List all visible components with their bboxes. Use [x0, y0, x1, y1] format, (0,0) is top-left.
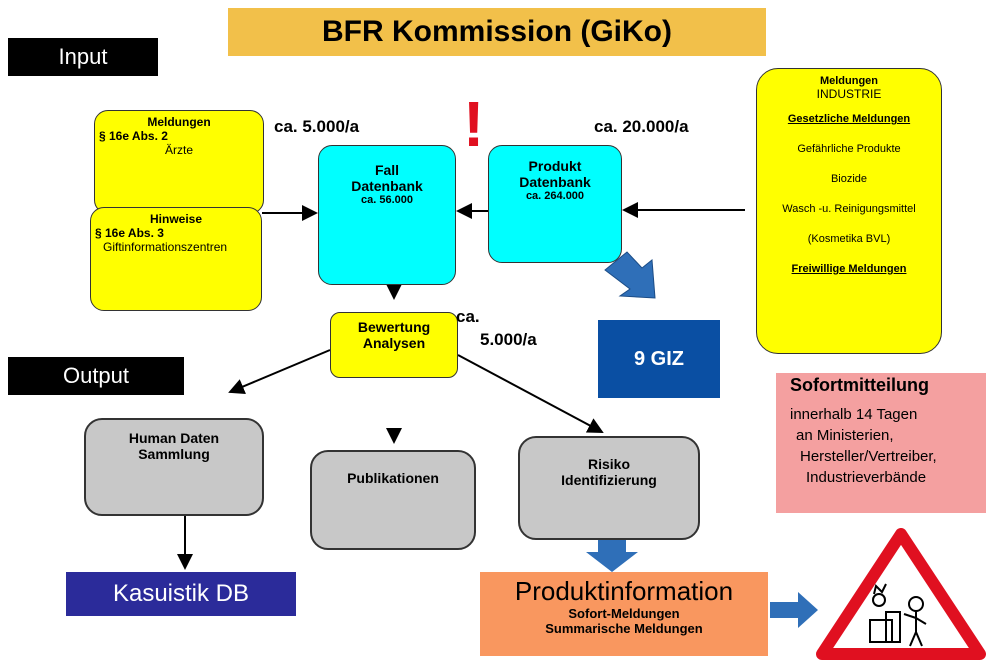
sofort-line-0: innerhalb 14 Tagen	[790, 406, 918, 423]
arrow-bewertung-to-human	[228, 349, 331, 394]
exclamation-mark: !	[463, 88, 485, 160]
bewertung-line1: Bewertung	[357, 319, 431, 335]
rate-left: ca. 5.000/a	[274, 117, 360, 136]
sofort-line-3: Industrieverbände	[806, 469, 927, 486]
industrie-item-3: (Kosmetika BVL)	[807, 233, 891, 245]
produktinfo-title: Produktinformation	[514, 576, 734, 606]
hinweise-giz-text: Giftinformationszentren	[103, 240, 228, 254]
rate-right: ca. 20.000/a	[594, 117, 689, 136]
meldungen-aerzte-law: § 16e Abs. 2	[99, 129, 168, 143]
produktinfo-line2: Summarische Meldungen	[545, 621, 703, 636]
industrie-title: Meldungen	[819, 75, 879, 87]
produkt-db-line2: Datenbank	[519, 174, 591, 190]
industrie-freiwillig: Freiwillige Meldungen	[791, 263, 907, 275]
meldungen-aerzte-text: Ärzte	[164, 143, 193, 157]
risiko-box: Risiko Identifizierung	[518, 436, 700, 540]
rate-mid-2: 5.000/a	[480, 330, 537, 349]
human-line1: Human Daten	[128, 430, 220, 446]
block-arrow-to-warning	[770, 592, 818, 628]
risiko-line2: Identifizierung	[561, 472, 657, 488]
industrie-subtitle: INDUSTRIE	[816, 87, 882, 101]
fall-db-line2: Datenbank	[351, 178, 423, 194]
sofortmitteilung-box: Sofortmitteilung innerhalb 14 Tagen an M…	[776, 373, 986, 513]
hinweise-giz-law: § 16e Abs. 3	[95, 226, 164, 240]
hinweise-giz-box: Hinweise § 16e Abs. 3 Giftinformationsze…	[90, 207, 262, 311]
produktinfo-line1: Sofort-Meldungen	[568, 606, 680, 621]
industrie-item-0: Gefährliche Produkte	[797, 143, 901, 155]
page-title: BFR Kommission (GiKo)	[228, 8, 766, 56]
sofort-title: Sofortmitteilung	[790, 375, 929, 395]
human-daten-box: Human Daten Sammlung	[84, 418, 264, 516]
meldungen-aerzte-box: Meldungen § 16e Abs. 2 Ärzte	[94, 110, 264, 214]
fall-db-count: ca. 56.000	[361, 194, 413, 206]
meldungen-aerzte-title: Meldungen	[147, 115, 211, 129]
industrie-item-2: Wasch -u. Reinigungsmittel	[782, 203, 916, 215]
produkt-db-count: ca. 264.000	[525, 190, 585, 202]
warning-triangle-icon	[816, 528, 986, 660]
fall-db-line1: Fall	[374, 162, 400, 178]
input-label: Input	[8, 38, 158, 76]
bewertung-box: Bewertung Analysen	[330, 312, 458, 378]
bewertung-line2: Analysen	[362, 335, 426, 351]
publikationen-box: Publikationen	[310, 450, 476, 550]
rate-mid-1: ca.	[456, 307, 480, 326]
sofort-line-1: an Ministerien,	[796, 427, 894, 444]
block-arrow-to-giz	[604, 251, 656, 299]
arrow-bewertung-to-risiko	[457, 354, 604, 433]
risiko-line1: Risiko	[587, 456, 630, 472]
giz-box: 9 GIZ	[598, 320, 720, 398]
human-line2: Sammlung	[138, 446, 210, 462]
sofort-line-2: Hersteller/Vertreiber,	[800, 448, 937, 465]
industrie-item-1: Biozide	[830, 173, 868, 185]
produkt-db-line1: Produkt	[528, 158, 582, 174]
produkt-datenbank: Produkt Datenbank ca. 264.000	[488, 145, 622, 263]
kasuistik-db-box: Kasuistik DB	[66, 572, 296, 616]
output-label: Output	[8, 357, 184, 395]
industrie-gesetzlich: Gesetzliche Meldungen	[787, 113, 911, 125]
fall-datenbank: Fall Datenbank ca. 56.000	[318, 145, 456, 285]
hinweise-giz-title: Hinweise	[149, 212, 203, 226]
produktinformation-box: Produktinformation Sofort-Meldungen Summ…	[480, 572, 768, 656]
industrie-box: Meldungen INDUSTRIE Gesetzliche Meldunge…	[756, 68, 942, 354]
